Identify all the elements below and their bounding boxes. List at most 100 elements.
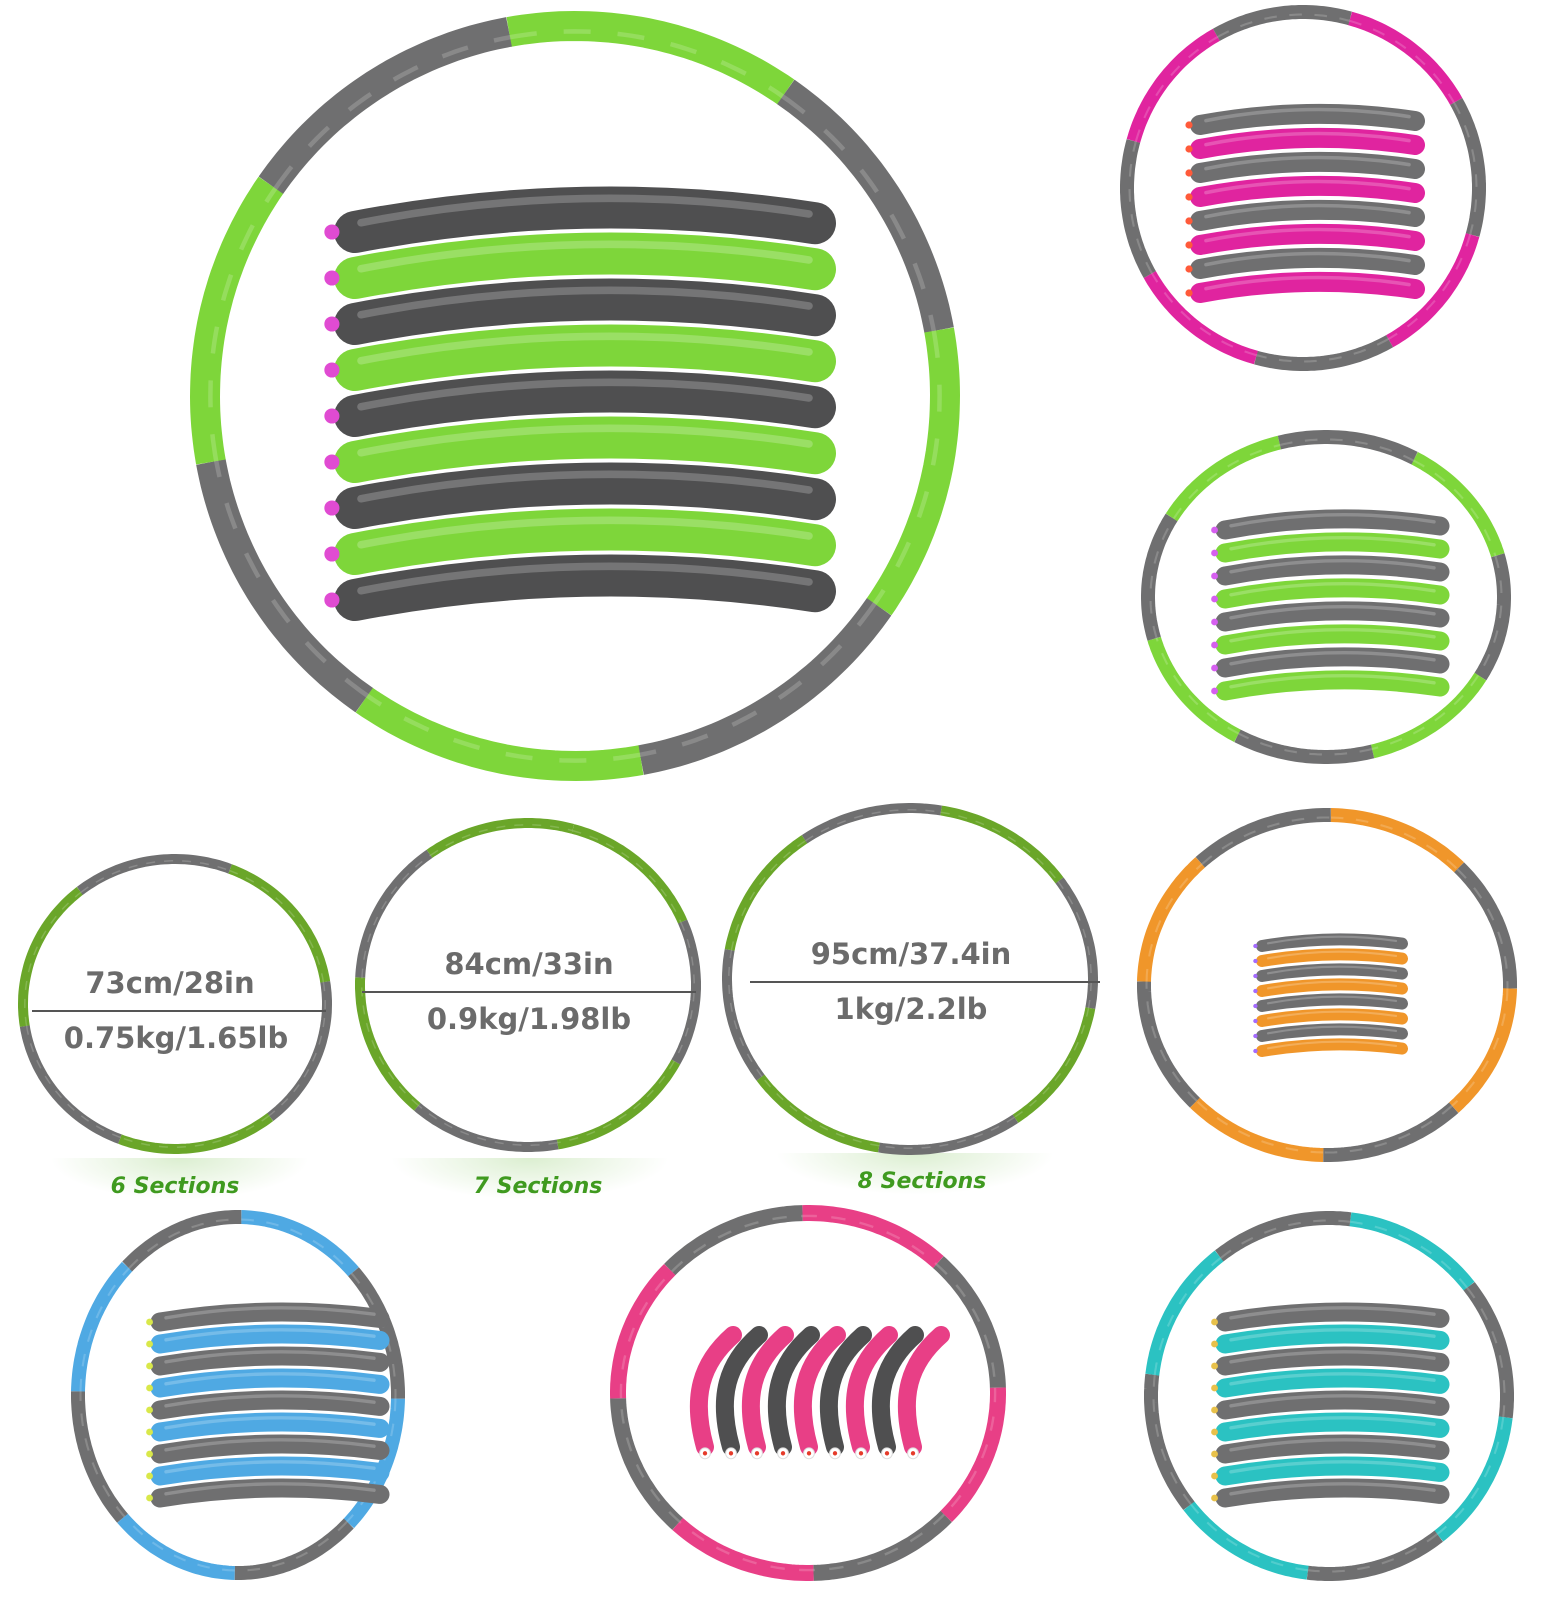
tube-stack [689, 1326, 950, 1460]
hoop-segment [506, 10, 795, 105]
hoop-wave [1172, 443, 1281, 520]
connector-pin [1253, 1048, 1258, 1054]
hoop-wave [1145, 863, 1203, 982]
hoop-segment [414, 1103, 559, 1152]
hoop-wave [509, 29, 784, 99]
tube-stack [1185, 103, 1425, 303]
hoop-segment [756, 1074, 880, 1153]
tube-section [334, 462, 836, 529]
hoop-segment [638, 598, 892, 775]
connector-pin [1211, 1384, 1218, 1392]
hoop-segment [1190, 1097, 1324, 1162]
tube-section [150, 1368, 390, 1398]
tube-section [1190, 223, 1425, 255]
hoop-segment [1349, 1212, 1475, 1291]
hoop-ring [1137, 808, 1517, 1162]
connector-pin [1253, 1003, 1258, 1009]
hoop-segment [802, 1205, 944, 1269]
connector-dot [884, 1451, 890, 1456]
hoop-wave [1412, 459, 1497, 557]
hoop-segment [1120, 139, 1156, 279]
hoop-segment [813, 1510, 952, 1581]
tube-section [1190, 103, 1425, 135]
hoop-wave [268, 982, 326, 1117]
tube-highlight [1204, 203, 1411, 219]
hoop-segment [234, 1518, 354, 1580]
hoop-wave [241, 1218, 353, 1275]
connector-pin [324, 500, 340, 516]
connector-pin [146, 1494, 153, 1502]
hoop-ring [18, 854, 332, 1154]
tube-highlight [357, 562, 813, 595]
hoop-segment [777, 79, 954, 333]
hoop-ring [189, 10, 961, 782]
size-2-diameter: 84cm/33in [444, 947, 613, 981]
hoop-segment [1277, 430, 1418, 465]
hoop-wave [350, 1272, 397, 1399]
hoop-wave [572, 829, 682, 923]
connector-pin [1211, 1494, 1218, 1502]
connector-pin [1211, 1406, 1218, 1414]
hoop-wave [346, 1398, 397, 1523]
tube-highlight [1204, 155, 1411, 171]
hoop-segment [1141, 513, 1178, 641]
hoop-wave [805, 809, 941, 842]
tube-highlight [357, 240, 813, 273]
tube-section [1215, 532, 1450, 563]
tube-highlight [357, 378, 813, 411]
hoop-wave [1371, 674, 1480, 751]
hoop-wave [678, 1520, 814, 1572]
tube-highlight [1204, 107, 1411, 123]
tube-highlight [1229, 559, 1436, 574]
hoop-segment [1463, 1281, 1514, 1419]
tube-section [334, 416, 836, 483]
hoop-wave [619, 1398, 681, 1523]
tube-highlight [1266, 965, 1398, 975]
hoop-segment [258, 17, 512, 194]
hoop-segment [355, 687, 644, 782]
hoop-segment [1370, 672, 1487, 759]
tube-highlight [357, 516, 813, 549]
tube-highlight [164, 1350, 376, 1364]
hoop-segment [1454, 862, 1517, 989]
hoop-segment [355, 977, 421, 1111]
size-1-sections: 6 Sections [111, 1174, 240, 1199]
tube-highlight [1229, 582, 1436, 597]
connector-pin [1211, 1472, 1218, 1480]
hoop-segment [241, 1210, 359, 1277]
hoop-wave [935, 1263, 997, 1388]
tube-section [1190, 127, 1425, 159]
floor-shadow [390, 1158, 670, 1200]
hoop-ring [610, 1205, 1006, 1581]
tube-section [150, 1478, 390, 1508]
connector-pin [1211, 549, 1218, 557]
hoop-segment [189, 176, 284, 465]
tube-section [150, 1324, 390, 1354]
hoop-wave [781, 94, 937, 332]
tube-highlight [357, 332, 813, 365]
connector-pin [324, 546, 340, 562]
hoop-wave [943, 1387, 997, 1516]
tube-section [1256, 933, 1408, 952]
hoop-segment [1386, 233, 1480, 348]
connector-dot [728, 1451, 734, 1456]
tube-highlight [357, 470, 813, 503]
tube-highlight [164, 1416, 376, 1430]
hoop-segment [556, 1059, 681, 1150]
tube-stack [146, 1302, 390, 1508]
tube-section [1215, 1456, 1450, 1486]
tube-section [1215, 1368, 1450, 1398]
tube-section [1190, 247, 1425, 279]
tube-section [150, 1346, 390, 1376]
hoop-segment [18, 886, 83, 1027]
tube-stack [1211, 1302, 1450, 1508]
tube-highlight [1229, 1482, 1436, 1496]
tube-section [1215, 1478, 1450, 1508]
connector-pin [1211, 618, 1218, 626]
tube-section [1256, 1023, 1408, 1042]
tube-highlight [357, 194, 813, 227]
